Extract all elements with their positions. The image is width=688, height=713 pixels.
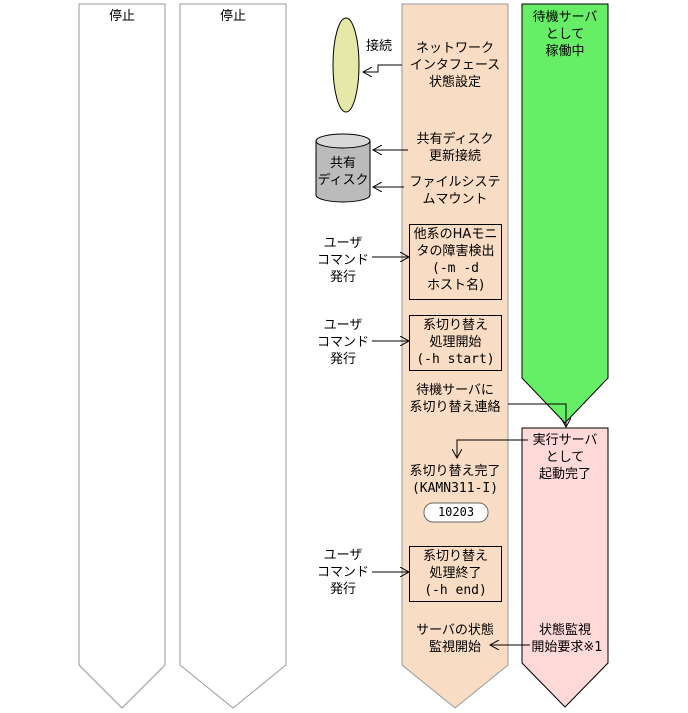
stop-lane-2 [179,3,287,709]
notify-standby-line-1: 待機サーバに [416,383,494,398]
switch-start-line-2: 処理開始 [429,335,482,350]
execute-lane-label: 実行サーバ として 起動完了 [522,432,608,483]
switch-complete-line-1: 系切り替え完了 [409,464,501,479]
user-cmd-1-line-2: コマンド [316,253,369,268]
shared-disk-label: 共有 ディスク [316,155,370,189]
message-id-badge: 10203 [437,505,475,519]
ha-detect-line-4: ホスト名) [426,278,485,293]
monitor-request-line-1: 状態監視 [538,623,591,638]
ha-detect-line-2: タの障害検出 [416,244,495,259]
step-fs-mount: ファイルシステ ムマウント [402,174,508,208]
monitor-start-line-1: サーバの状態 [416,623,494,638]
step-switch-end-box: 系切り替え 処理終了 (-h end) [409,546,502,602]
disk-update-line-1: 共有ディスク [416,132,494,147]
shared-disk-icon [315,133,371,203]
stop-lane-1 [78,3,166,709]
switch-end-line-3: (-h end) [424,583,487,598]
network-interface-icon [332,17,360,113]
user-cmd-2-line-2: コマンド [316,335,369,350]
arrow-notify-standby [508,403,566,427]
switch-end-line-1: 系切り替え [422,549,488,564]
step-notify-standby: 待機サーバに 系切り替え連絡 [398,382,512,416]
disk-label-line-2: ディスク [317,173,369,188]
notify-standby-line-2: 系切り替え連絡 [409,400,501,415]
fs-mount-line-1: ファイルシステ [409,175,501,190]
message-id-badge-shape [423,502,489,523]
user-cmd-3-line-2: コマンド [316,565,369,580]
execute-label-line-2: として [545,450,585,465]
step-ha-detect-box: 他系のHAモニ タの障害検出 (-m -d ホスト名) [409,224,502,300]
step-nic-state: ネットワーク インタフェース 状態設定 [402,40,508,91]
switch-start-line-1: 系切り替え [422,318,488,333]
standby-label-line-3: 稼働中 [545,44,585,59]
user-cmd-3-line-1: ユーザ [323,548,363,563]
user-cmd-2-line-1: ユーザ [323,318,363,333]
user-cmd-3-line-3: 発行 [329,582,356,597]
switch-end-line-2: 処理終了 [429,566,482,581]
user-command-2: ユーザ コマンド 発行 [310,317,376,368]
user-cmd-2-line-3: 発行 [329,352,356,367]
step-disk-update: 共有ディスク 更新接続 [402,131,508,165]
user-cmd-1-line-1: ユーザ [323,236,363,251]
active-server-lane [401,3,509,709]
disk-label-line-1: 共有 [329,156,356,171]
arrow-execute-complete [457,439,528,458]
standby-lane [521,3,609,424]
standby-lane-label: 待機サーバ として 稼働中 [522,9,608,60]
step-monitor-start: サーバの状態 監視開始 [402,622,508,656]
step-monitor-request: 状態監視 開始要求※1 [522,622,612,656]
ha-detect-line-3: (-m -d [432,261,479,276]
standby-label-line-1: 待機サーバ [532,10,598,25]
nic-state-line-3: 状態設定 [428,75,481,90]
stop-lane-1-label: 停止 [108,9,135,24]
nic-state-line-2: インタフェース [409,58,501,73]
step-switch-complete: 系切り替え完了 (KAMN311-I) [398,463,512,497]
execute-label-line-1: 実行サーバ [532,433,598,448]
execute-label-line-3: 起動完了 [538,467,591,482]
switch-complete-line-2: (KAMN311-I) [411,481,499,496]
switch-start-line-3: (-h start) [416,352,495,367]
ha-detect-line-1: 他系のHAモニ [413,227,498,242]
fs-mount-line-2: ムマウント [422,192,488,207]
step-switch-start-box: 系切り替え 処理開始 (-h start) [409,315,502,371]
user-command-3: ユーザ コマンド 発行 [310,547,376,598]
nic-state-line-1: ネットワーク [415,41,494,56]
execute-lane [521,427,609,708]
arrow-nic-connect [363,64,402,72]
user-command-1: ユーザ コマンド 発行 [310,235,376,286]
standby-label-line-2: として [545,27,585,42]
nic-connect-label: 接続 [366,39,393,54]
disk-update-line-2: 更新接続 [428,149,481,164]
monitor-request-line-2: 開始要求※1 [531,640,603,655]
monitor-start-line-2: 監視開始 [428,640,481,655]
stop-lane-2-label: 停止 [219,9,246,24]
user-cmd-1-line-3: 発行 [329,270,356,285]
